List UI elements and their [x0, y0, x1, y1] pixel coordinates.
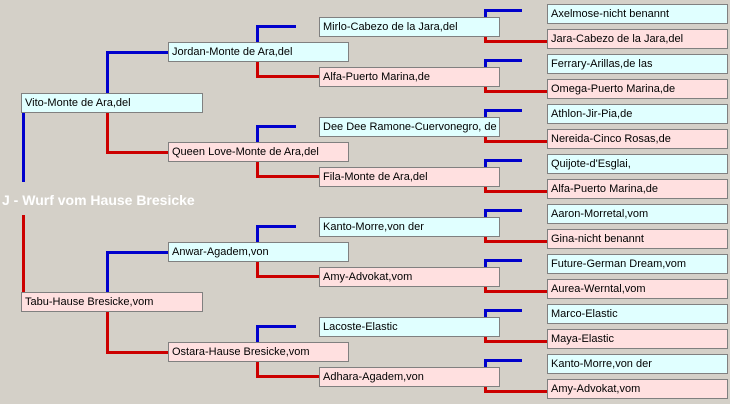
connector-line	[106, 351, 169, 354]
gen3-box[interactable]: Lacoste-Elastic	[319, 317, 500, 337]
connector-line	[484, 309, 522, 312]
connector-line	[106, 52, 109, 93]
gen3-box[interactable]: Kanto-Morre,von der	[319, 217, 500, 237]
connector-line	[484, 40, 548, 43]
connector-line	[484, 60, 487, 69]
sire-dam-box[interactable]: Queen Love-Monte de Ara,del	[168, 142, 349, 162]
gen4-box[interactable]: Ferrary-Arillas,de las	[547, 54, 728, 74]
connector-line	[484, 259, 522, 262]
connector-line	[484, 10, 487, 19]
connector-line-dam	[22, 215, 25, 302]
connector-line	[256, 26, 259, 44]
gen4-box[interactable]: Nereida-Cinco Rosas,de	[547, 129, 728, 149]
gen3-box[interactable]: Fila-Monte de Ara,del	[319, 167, 500, 187]
gen3-box[interactable]: Dee Dee Ramone-Cuervonegro, de	[319, 117, 500, 137]
connector-line	[256, 125, 296, 128]
connector-line	[484, 310, 487, 319]
connector-line	[484, 285, 487, 292]
connector-line	[484, 140, 548, 143]
gen4-box[interactable]: Athlon-Jir-Pia,de	[547, 104, 728, 124]
connector-line	[484, 135, 487, 142]
connector-line	[256, 160, 259, 177]
connector-line	[484, 35, 487, 42]
connector-line	[256, 225, 296, 228]
connector-line	[484, 390, 548, 393]
connector-line	[484, 159, 522, 162]
connector-line	[484, 59, 522, 62]
gen4-box[interactable]: Marco-Elastic	[547, 304, 728, 324]
gen4-box[interactable]: Omega-Puerto Marina,de	[547, 79, 728, 99]
connector-line	[484, 340, 548, 343]
dam-sire-box[interactable]: Anwar-Agadem,von	[168, 242, 349, 262]
connector-line	[484, 185, 487, 192]
gen4-box[interactable]: Jara-Cabezo de la Jara,del	[547, 29, 728, 49]
connector-line	[484, 160, 487, 169]
connector-line-sire	[22, 102, 25, 182]
sire-sire-box[interactable]: Jordan-Monte de Ara,del	[168, 42, 349, 62]
gen4-box[interactable]: Kanto-Morre,von der	[547, 354, 728, 374]
connector-line	[484, 9, 522, 12]
gen4-box[interactable]: Gina-nicht benannt	[547, 229, 728, 249]
connector-line	[484, 290, 548, 293]
connector-line	[256, 25, 296, 28]
connector-line	[484, 90, 548, 93]
gen4-box[interactable]: Alfa-Puerto Marina,de	[547, 179, 728, 199]
connector-line	[106, 51, 169, 54]
connector-line	[484, 335, 487, 342]
gen3-box[interactable]: Amy-Advokat,vom	[319, 267, 500, 287]
gen4-box[interactable]: Aaron-Morretal,vom	[547, 204, 728, 224]
connector-line	[256, 226, 259, 244]
connector-line	[484, 240, 548, 243]
connector-line	[484, 385, 487, 392]
connector-line	[106, 252, 109, 292]
connector-line	[484, 190, 548, 193]
connector-line	[256, 126, 259, 144]
gen4-box[interactable]: Maya-Elastic	[547, 329, 728, 349]
connector-line	[484, 85, 487, 92]
connector-line	[256, 326, 259, 344]
connector-line	[484, 260, 487, 269]
gen3-box[interactable]: Mirlo-Cabezo de la Jara,del	[319, 17, 500, 37]
dam-box[interactable]: Tabu-Hause Bresicke,vom	[21, 292, 203, 312]
connector-line	[256, 60, 259, 77]
connector-line	[256, 175, 320, 178]
gen3-box[interactable]: Adhara-Agadem,von	[319, 367, 500, 387]
connector-line	[484, 359, 522, 362]
connector-line	[484, 210, 487, 219]
connector-line	[484, 109, 522, 112]
connector-line	[256, 75, 320, 78]
connector-line	[256, 325, 296, 328]
connector-line	[256, 260, 259, 277]
connector-line	[484, 110, 487, 119]
connector-line	[484, 235, 487, 242]
gen4-box[interactable]: Amy-Advokat,vom	[547, 379, 728, 399]
connector-line	[256, 375, 320, 378]
connector-line	[256, 275, 320, 278]
gen3-box[interactable]: Alfa-Puerto Marina,de	[319, 67, 500, 87]
dam-dam-box[interactable]: Ostara-Hause Bresicke,vom	[168, 342, 349, 362]
gen4-box[interactable]: Future-German Dream,vom	[547, 254, 728, 274]
gen4-box[interactable]: Quijote-d'Esglai,	[547, 154, 728, 174]
connector-line	[106, 310, 109, 353]
connector-line	[106, 251, 169, 254]
connector-line	[484, 209, 522, 212]
connector-line	[106, 111, 109, 153]
gen4-box[interactable]: Axelmose-nicht benannt	[547, 4, 728, 24]
connector-line	[256, 360, 259, 377]
connector-line	[106, 151, 169, 154]
sire-box[interactable]: Vito-Monte de Ara,del	[21, 93, 203, 113]
connector-line	[484, 360, 487, 369]
gen4-box[interactable]: Aurea-Werntal,vom	[547, 279, 728, 299]
litter-title: J - Wurf vom Hause Bresicke	[2, 192, 195, 208]
